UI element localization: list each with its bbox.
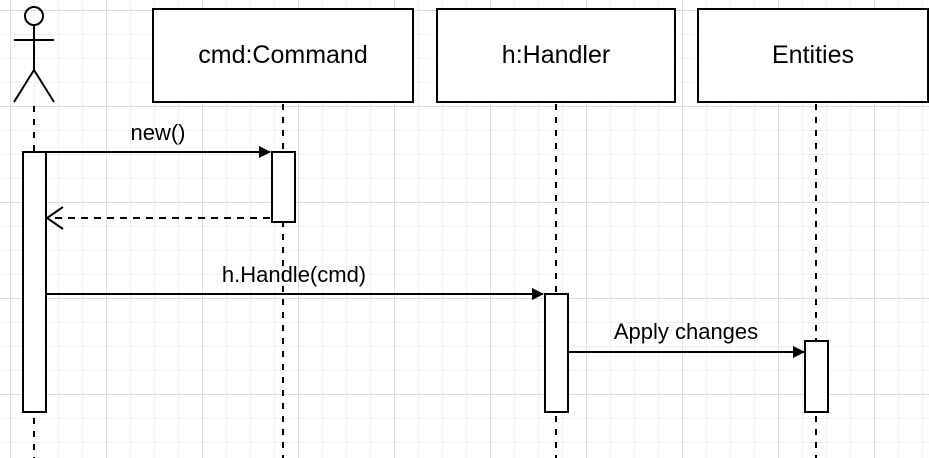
participant-label-handler: h:Handler	[501, 41, 611, 69]
participant-label-entities: Entities	[772, 41, 854, 69]
activation-cmd	[271, 151, 296, 223]
message-label-apply: Apply changes	[613, 319, 759, 344]
participant-box-cmd: cmd:Command	[152, 8, 414, 103]
actor-icon	[13, 6, 55, 103]
message-label-new: new()	[130, 120, 186, 145]
participant-label-cmd: cmd:Command	[198, 41, 368, 69]
message-label-handle: h.Handle(cmd)	[221, 262, 367, 287]
participant-box-entities: Entities	[697, 8, 929, 103]
activation-handler	[544, 293, 569, 413]
activation-user	[22, 151, 47, 413]
participant-box-handler: h:Handler	[436, 8, 676, 103]
activation-entities	[804, 340, 829, 413]
